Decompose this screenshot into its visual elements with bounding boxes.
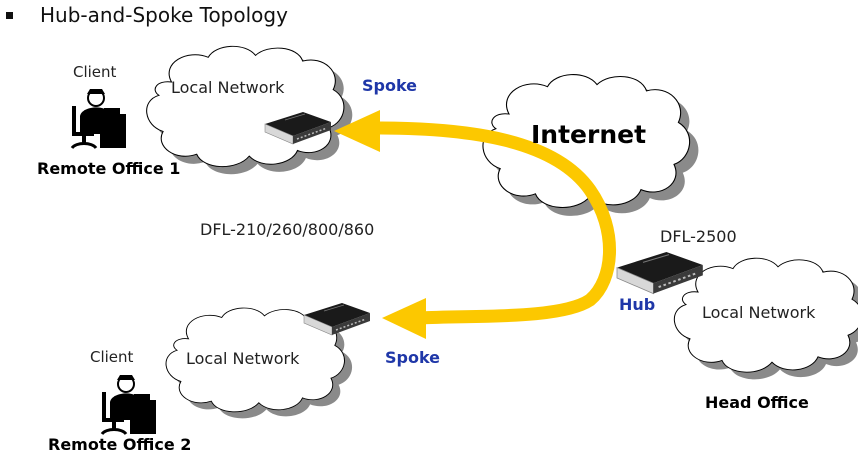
role-label-hub: Hub: [619, 295, 656, 314]
firewall-device-icon: [616, 251, 704, 295]
slide-title: Hub-and-Spoke Topology: [40, 3, 288, 27]
arrowhead-spoke-1: [334, 110, 380, 152]
cloud-remote-office-1: [146, 45, 353, 175]
square-bullet-icon: [6, 12, 13, 19]
office-label-remote-1: Remote Office 1: [37, 159, 181, 178]
network-label-head-office: Local Network: [702, 303, 816, 322]
arrow-icon: [334, 110, 616, 339]
internet-label: Internet: [531, 120, 647, 149]
client-label-remote-2: Client: [90, 348, 134, 366]
spoke-models-label: DFL-210/260/800/860: [200, 220, 375, 239]
role-label-spoke-1: Spoke: [362, 76, 418, 95]
office-label-remote-2: Remote Office 2: [48, 435, 192, 454]
client-label-remote-1: Client: [73, 63, 117, 81]
hub-model-label: DFL-2500: [660, 227, 737, 246]
client-workstation-icon: [100, 373, 158, 436]
network-label-remote-2: Local Network: [186, 349, 300, 368]
client-workstation-icon: [70, 87, 128, 150]
role-label-spoke-2: Spoke: [385, 348, 441, 367]
network-label-remote-1: Local Network: [171, 78, 285, 97]
arrowhead-spoke-2: [382, 298, 426, 339]
office-label-head-office: Head Office: [705, 393, 809, 412]
